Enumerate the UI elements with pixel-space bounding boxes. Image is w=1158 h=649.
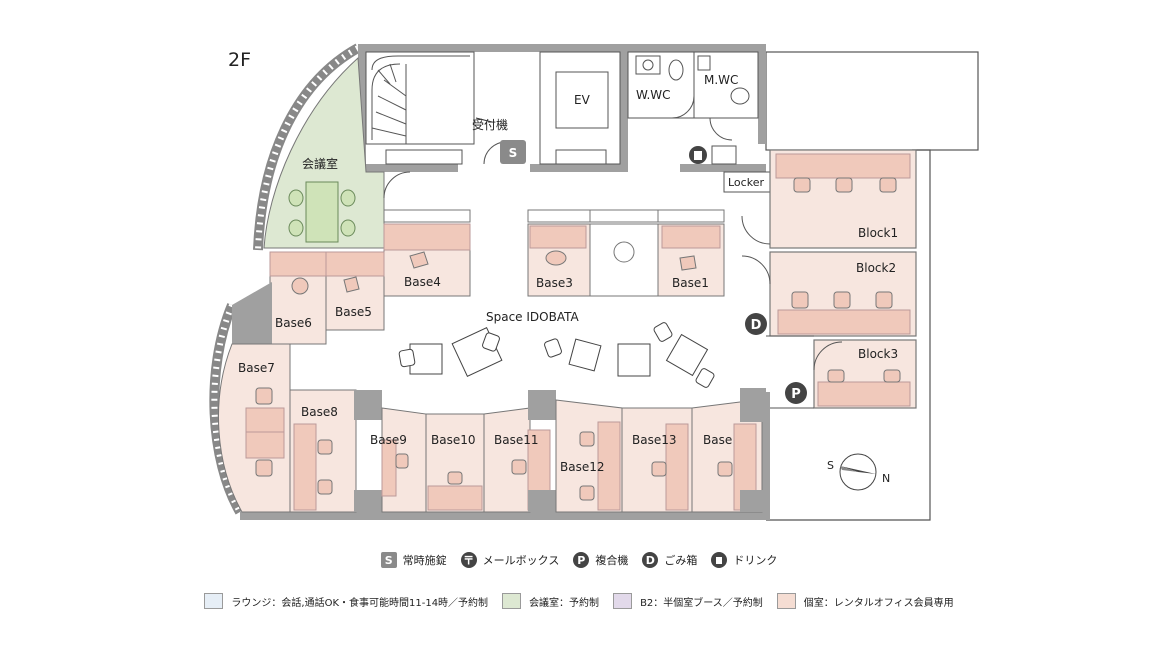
legend-meeting-label: 会議室：予約制 bbox=[529, 597, 600, 609]
block2-label: Block2 bbox=[856, 261, 896, 275]
base1-room bbox=[657, 209, 725, 297]
base12-label: Base12 bbox=[560, 460, 605, 474]
meeting-room-label: 会議室 bbox=[302, 156, 338, 171]
base1-label: Base1 bbox=[672, 276, 709, 290]
legend-printer-label: 複合機 bbox=[595, 554, 629, 567]
legend-lock: S 常時施錠 bbox=[380, 552, 447, 568]
lounge-furniture bbox=[398, 322, 715, 388]
lock-icon: S bbox=[380, 552, 397, 568]
legend-private-label: 個室：レンタルオフィス会員専用 bbox=[803, 597, 954, 609]
floor-label: 2F bbox=[228, 49, 251, 71]
meeting-chairs bbox=[288, 189, 356, 237]
base11-label: Base11 bbox=[494, 433, 539, 447]
legend-trash-label: ごみ箱 bbox=[664, 554, 698, 567]
base14-room bbox=[691, 401, 763, 513]
mail-icon: 〒 bbox=[460, 552, 477, 568]
base12-room bbox=[555, 399, 623, 513]
base5-label: Base5 bbox=[335, 305, 372, 319]
base4-room bbox=[383, 209, 471, 297]
base6-room bbox=[269, 251, 327, 345]
elevator-label: EV bbox=[574, 93, 591, 107]
legend-lock-label: 常時施錠 bbox=[402, 554, 447, 567]
trash-marker: D bbox=[751, 318, 762, 333]
compass-north: N bbox=[882, 472, 890, 485]
base4-label: Base4 bbox=[404, 275, 441, 289]
block2-room bbox=[769, 251, 917, 337]
base5-room bbox=[325, 251, 385, 331]
compass-south: S bbox=[827, 459, 834, 472]
outer-wall-right bbox=[766, 149, 931, 521]
meeting-table bbox=[305, 181, 339, 243]
legend-drink: ドリンク bbox=[711, 552, 777, 568]
printer-marker: P bbox=[791, 387, 801, 402]
block1-room bbox=[769, 149, 917, 249]
terrace bbox=[765, 51, 979, 151]
legend-booth: B2：半個室ブース／予約制 bbox=[613, 593, 763, 609]
base3-room bbox=[527, 209, 591, 297]
base7-room bbox=[218, 343, 291, 513]
drink-machine bbox=[711, 145, 737, 165]
lounge-swatch bbox=[204, 593, 224, 609]
base3-label: Base3 bbox=[536, 276, 573, 290]
legend-mail-label: メールボックス bbox=[482, 554, 560, 567]
legend-drink-label: ドリンク bbox=[733, 554, 778, 567]
lock-marker: S bbox=[509, 146, 518, 160]
block1-label: Block1 bbox=[858, 226, 898, 240]
block3-room bbox=[813, 339, 917, 409]
legend-private: 個室：レンタルオフィス会員専用 bbox=[776, 593, 954, 609]
meeting-swatch bbox=[502, 593, 522, 609]
symbol-legend: S 常時施錠 〒 メールボックス P 複合機 D ごみ箱 ドリンク bbox=[0, 548, 1158, 572]
block3-label: Block3 bbox=[858, 347, 898, 361]
m-wc-label: M.WC bbox=[704, 73, 738, 87]
base13-label: Base13 bbox=[632, 433, 677, 447]
curved-wall-south bbox=[209, 303, 245, 515]
restrooms: W.WC M.WC bbox=[627, 51, 759, 141]
base10-label: Base10 bbox=[431, 433, 476, 447]
booth-swatch bbox=[613, 593, 633, 609]
printer-icon: P bbox=[573, 552, 590, 568]
drink-icon bbox=[711, 552, 728, 568]
base7-label: Base7 bbox=[238, 361, 275, 375]
stairs bbox=[365, 51, 475, 165]
legend-lounge-label: ラウンジ：会話,通話OK・食事可能時間11-14時／予約制 bbox=[231, 597, 489, 609]
compass bbox=[839, 453, 877, 491]
private-swatch bbox=[776, 593, 796, 609]
base8-label: Base8 bbox=[301, 405, 338, 419]
core-wall bbox=[358, 44, 766, 52]
lock-icon bbox=[500, 140, 526, 164]
base14-label: Base bbox=[703, 433, 732, 447]
base6-label: Base6 bbox=[275, 316, 312, 330]
reception-label: 受付機 bbox=[472, 117, 508, 132]
base13-room bbox=[621, 407, 693, 513]
legend-booth-label: B2：半個室ブース／予約制 bbox=[640, 597, 763, 609]
w-wc-label: W.WC bbox=[636, 88, 671, 102]
printer-icon bbox=[785, 382, 807, 404]
center-booth bbox=[589, 209, 659, 297]
floor-plan: 2F 受付機 S EV W.WC bbox=[209, 43, 979, 521]
trash-icon bbox=[745, 313, 767, 335]
base8-room bbox=[289, 389, 357, 513]
locker-label: Locker bbox=[728, 176, 764, 189]
base10-room bbox=[425, 413, 485, 513]
legend-mail: 〒 メールボックス bbox=[460, 552, 560, 568]
base9-label: Base9 bbox=[370, 433, 407, 447]
base9-room bbox=[381, 407, 427, 513]
meeting-door bbox=[383, 171, 411, 199]
lounge-label: Space IDOBATA bbox=[486, 310, 580, 324]
area-legend: ラウンジ：会話,通話OK・食事可能時間11-14時／予約制 会議室：予約制 B2… bbox=[0, 590, 1158, 612]
legend-printer: P 複合機 bbox=[573, 552, 628, 568]
legend-meeting: 会議室：予約制 bbox=[502, 593, 599, 609]
legend-trash: D ごみ箱 bbox=[642, 552, 697, 568]
trash-icon: D bbox=[642, 552, 659, 568]
legend-lounge: ラウンジ：会話,通話OK・食事可能時間11-14時／予約制 bbox=[204, 593, 488, 609]
